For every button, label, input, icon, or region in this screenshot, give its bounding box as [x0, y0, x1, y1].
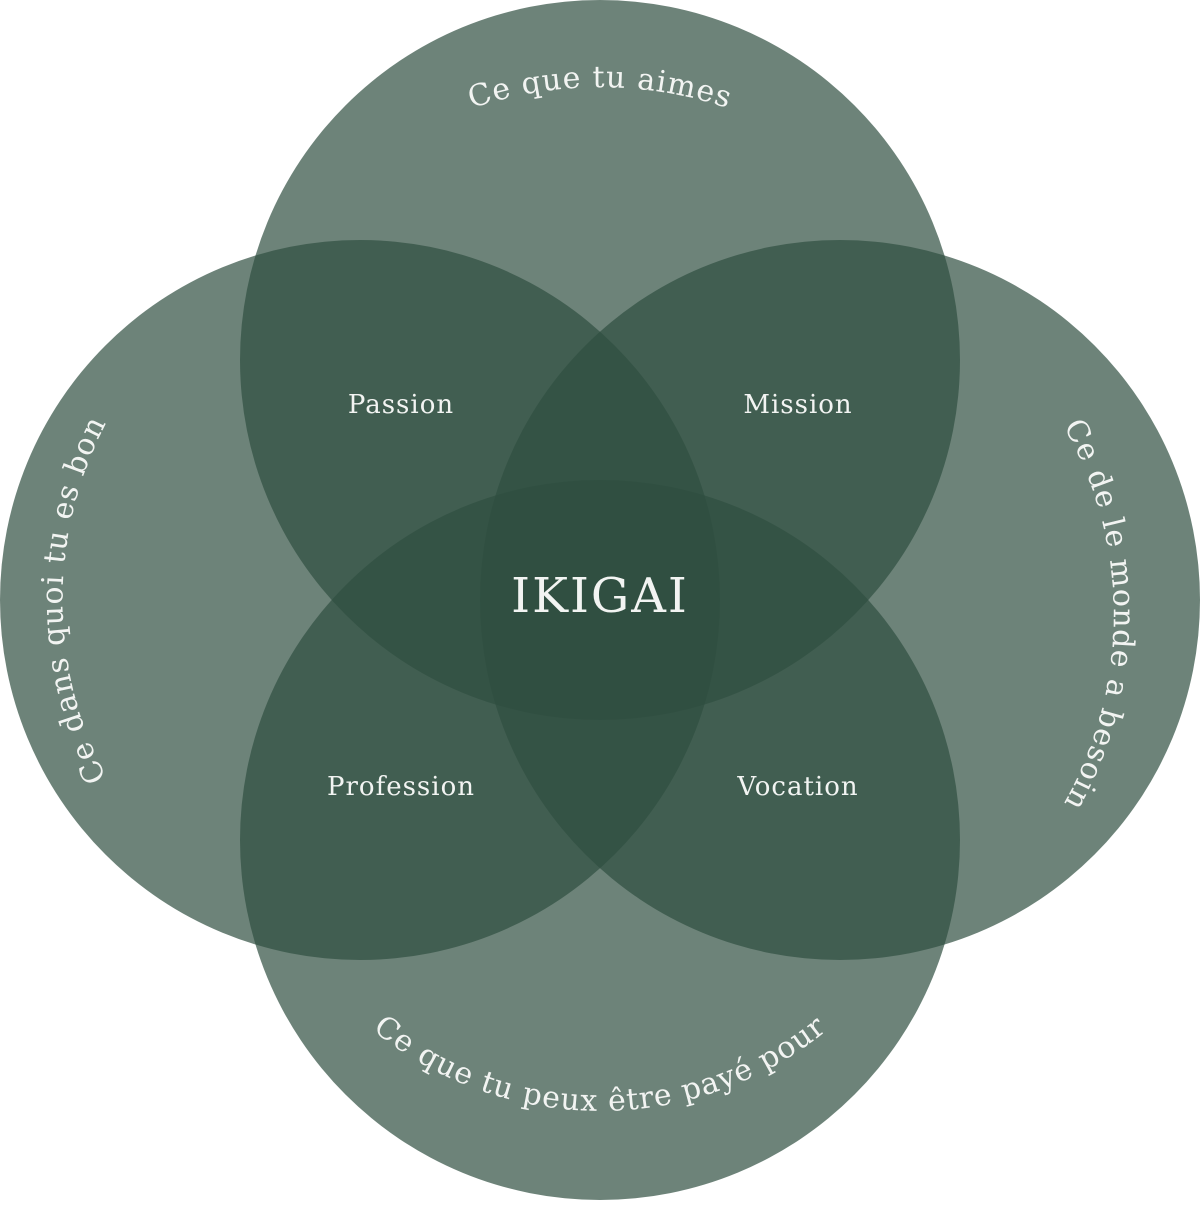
region-profession-label: Profession [327, 772, 475, 802]
region-mission-label: Mission [743, 390, 852, 420]
center-ikigai-label: IKIGAI [511, 568, 689, 624]
region-passion-label: Passion [348, 390, 454, 420]
circle-bottom [240, 480, 960, 1200]
region-vocation-label: Vocation [736, 772, 858, 802]
